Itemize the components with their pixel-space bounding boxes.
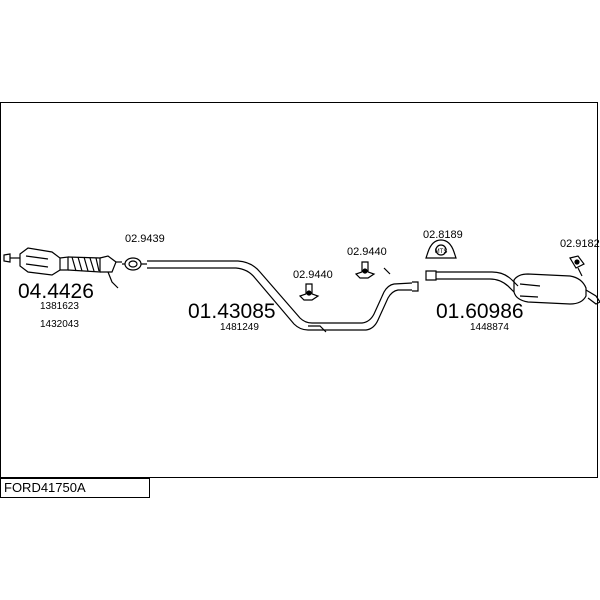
catalyst-part-number: 04.4426 xyxy=(18,280,94,303)
rear-mount-drawing xyxy=(569,255,585,277)
rubber-mount-b-drawing xyxy=(354,261,376,279)
middle-pipe-part-number: 01.43085 xyxy=(188,300,276,323)
rubber-mount-a-drawing xyxy=(298,283,320,301)
rear-silencer-ref: 1448874 xyxy=(470,322,509,333)
rear-mount-number: 02.9182 xyxy=(560,238,600,250)
gasket-number: 02.9439 xyxy=(125,233,165,245)
diagram-frame xyxy=(0,102,598,478)
gasket-drawing xyxy=(122,257,147,271)
rear-silencer-drawing xyxy=(425,270,600,305)
middle-pipe-ref: 1481249 xyxy=(220,322,259,333)
vehicle-code: FORD41750A xyxy=(0,478,150,498)
middle-pipe-drawing xyxy=(147,260,419,333)
rubber-mount-a-number: 02.9440 xyxy=(293,269,333,281)
svg-text:MTS: MTS xyxy=(435,249,448,255)
rear-silencer-part-number: 01.60986 xyxy=(436,300,524,323)
hanger-number: 02.8189 xyxy=(423,229,463,241)
hanger-drawing: MTS xyxy=(425,239,457,259)
catalyst-ref-2: 1432043 xyxy=(40,319,79,330)
rubber-mount-b-number: 02.9440 xyxy=(347,246,387,258)
catalyst-drawing xyxy=(3,247,122,289)
catalyst-ref-1: 1381623 xyxy=(40,301,79,312)
